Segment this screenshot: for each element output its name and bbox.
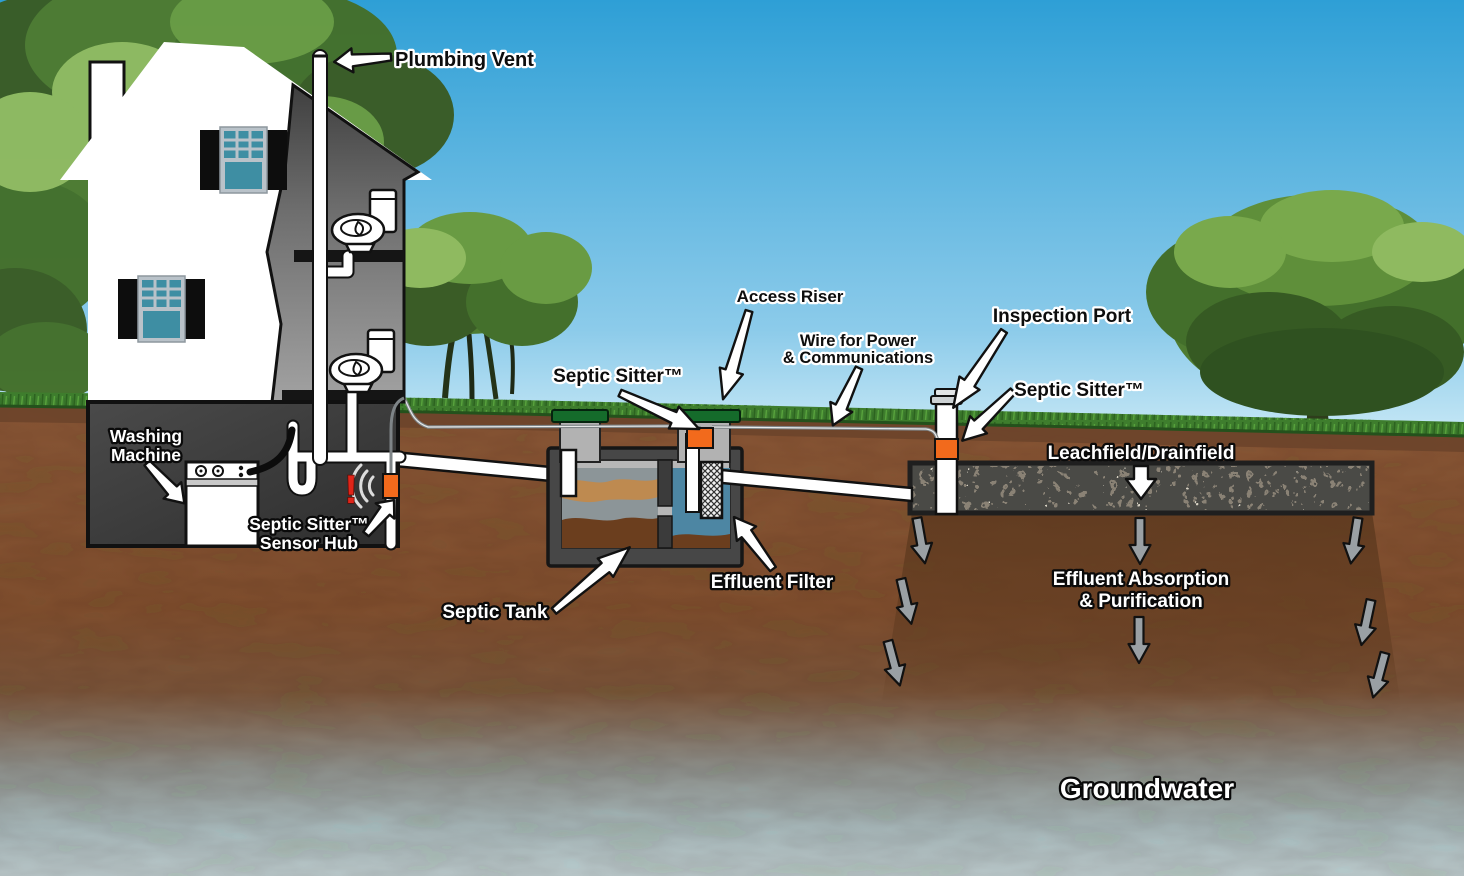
window-lower xyxy=(118,275,205,343)
callout-arrows xyxy=(137,43,1158,622)
tree-middle xyxy=(366,212,592,400)
label-groundwater: Groundwater xyxy=(1060,773,1234,804)
labels: Plumbing Vent Washing Machine Septic Sit… xyxy=(108,47,1237,807)
port-cap-upper xyxy=(934,388,959,397)
tree-right xyxy=(1146,190,1464,434)
tank-sludge-right xyxy=(672,534,730,548)
washing-machine xyxy=(184,460,260,548)
label-wire-2: & Communications xyxy=(783,349,933,367)
effluent-filter-cartridge xyxy=(699,460,724,520)
access-lid-left xyxy=(551,409,609,423)
label-absorption-1: Effluent Absorption xyxy=(1053,569,1230,590)
hub-wire xyxy=(389,396,405,474)
label-septic-tank: Septic Tank xyxy=(442,602,548,623)
plumbing-vent-pipe xyxy=(312,49,328,466)
washer-drain-hose xyxy=(246,426,296,476)
label-plumbing-vent: Plumbing Vent xyxy=(395,49,534,71)
arrow-leachfield xyxy=(1124,464,1158,501)
label-septic-sitter-tank: Septic Sitter™ xyxy=(553,366,683,387)
basement-plumbing xyxy=(286,249,407,551)
label-absorption-2: & Purification xyxy=(1079,591,1203,612)
floor-slab-lower xyxy=(282,390,404,400)
label-sensor-hub-1: Septic Sitter™ xyxy=(249,514,369,534)
effluent-wet-zone xyxy=(882,512,1400,700)
toilet-lower xyxy=(328,328,396,394)
label-leachfield: Leachfield/Drainfield xyxy=(1048,443,1235,464)
label-washing-machine-2: Machine xyxy=(111,445,181,465)
label-sensor-hub-2: Sensor Hub xyxy=(260,533,358,553)
label-washing-machine-1: Washing xyxy=(110,426,182,446)
house: ! xyxy=(60,42,432,551)
label-effluent-filter: Effluent Filter xyxy=(711,572,834,593)
septic-sitter-sensor-hub: ! xyxy=(344,463,400,513)
tank-baffle-lower xyxy=(657,515,673,549)
tank-scum-layer xyxy=(562,479,658,503)
tank-sludge-layer xyxy=(562,517,658,548)
label-inspection-port: Inspection Port xyxy=(993,306,1132,327)
window-upper xyxy=(200,126,287,194)
label-access-riser: Access Riser xyxy=(737,287,844,306)
septic-sitter-sensor-tank xyxy=(686,427,714,449)
septic-sitter-sensor-port xyxy=(934,438,959,460)
label-wire-1: Wire for Power xyxy=(800,332,917,350)
label-septic-sitter-port: Septic Sitter™ xyxy=(1014,380,1144,401)
toilet-upper xyxy=(330,188,398,254)
tank-baffle-upper xyxy=(657,459,673,507)
inlet-tee-pipe xyxy=(559,448,578,498)
alert-exclamation: ! xyxy=(344,468,357,512)
